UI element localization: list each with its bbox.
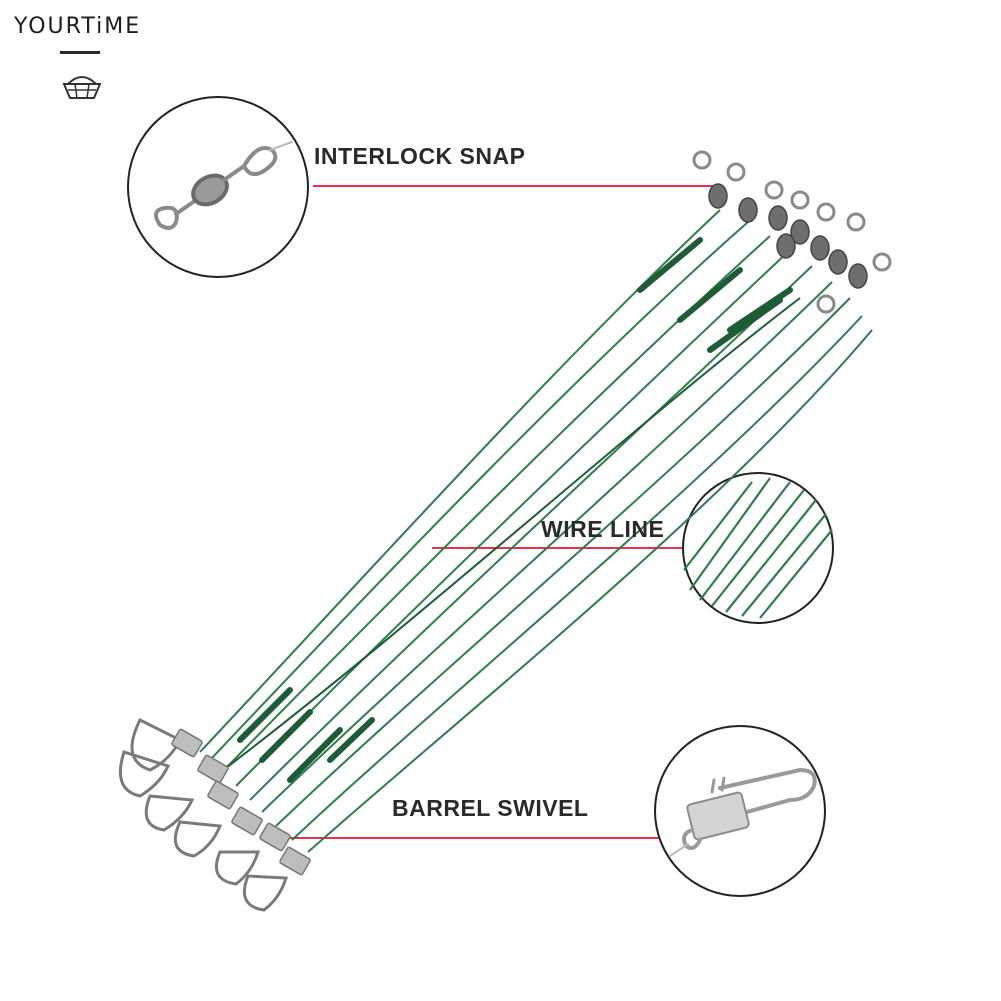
- brand-name: YOURTiME: [14, 14, 142, 39]
- bottom-snap-clasps: [171, 728, 311, 876]
- bottom-snaps: [119, 717, 288, 912]
- wire-bundle: [199, 209, 873, 853]
- basket-icon: [62, 76, 102, 99]
- wire-sleeves: [237, 237, 793, 783]
- label-barrel-swivel: BARREL SWIVEL: [392, 795, 589, 821]
- top-swivels: [708, 183, 868, 289]
- label-interlock-snap: INTERLOCK SNAP: [314, 143, 526, 169]
- wire-line-closeup: [683, 477, 833, 619]
- interlock-snap-closeup: [669, 767, 817, 857]
- brand: YOURTiME: [14, 14, 149, 54]
- brand-divider: [60, 51, 100, 54]
- label-wire-line: WIRE LINE: [541, 516, 665, 542]
- top-swivel-rings: [692, 150, 892, 314]
- barrel-swivel-closeup: [154, 141, 293, 230]
